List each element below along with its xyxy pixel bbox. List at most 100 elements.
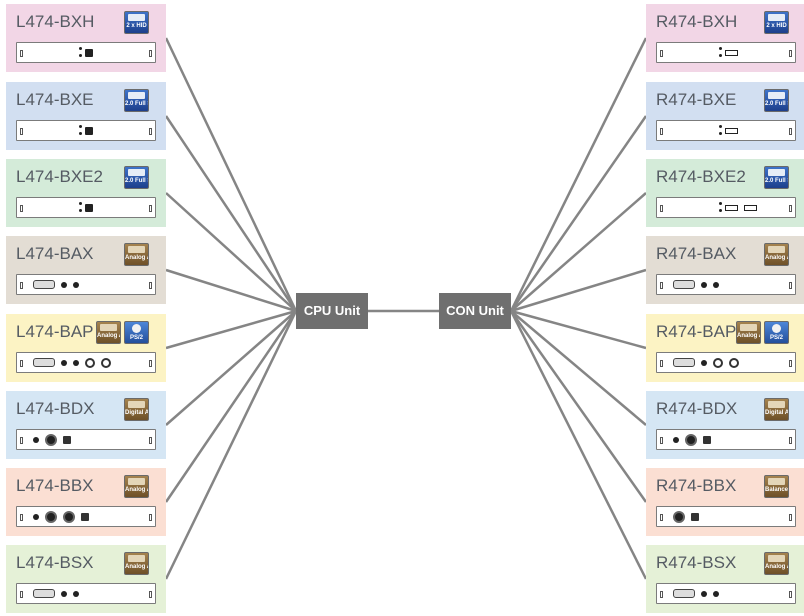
indicator-dot (79, 202, 82, 205)
mount-slot (789, 50, 792, 57)
optical-port (703, 435, 711, 444)
module-panel (656, 506, 796, 527)
badge-label: 2.0 Full Speed (125, 101, 148, 107)
cpu-unit-box: CPU Unit (296, 293, 368, 329)
audio-jack (33, 436, 39, 443)
module-panel (656, 120, 796, 141)
mount-slot (149, 360, 152, 367)
mount-slot (789, 437, 792, 444)
audio-jack (701, 281, 707, 288)
module-card-r474-bbx: R474-BBXBalanced Audio (646, 468, 804, 536)
xlr-port (45, 433, 57, 446)
badge-label: Analog Audio +RS232 (125, 487, 148, 493)
audio-jack (673, 436, 679, 443)
connector-line-left-5 (165, 309, 297, 350)
usb-a-port (725, 49, 738, 56)
mount-slot (20, 514, 23, 521)
digital-audio-badge-icon: Digital Audio (124, 398, 149, 421)
serial-port (673, 358, 695, 367)
usb-glyph-icon (768, 92, 785, 99)
mount-slot (149, 514, 152, 521)
optical-port (63, 435, 71, 444)
digital-audio-badge-icon: Digital Audio (764, 398, 789, 421)
badge-label: Digital Audio (125, 410, 149, 416)
audio-rs232-badge-icon: Analog Audio +RS232 (124, 243, 149, 266)
audio-jack (61, 359, 67, 366)
audio-jack (701, 590, 707, 597)
optical-port (81, 512, 89, 521)
usb-full-badge-icon: 2.0 Full Speed (764, 166, 789, 189)
mount-slot (660, 591, 663, 598)
balanced-audio-badge-icon: Balanced Audio (764, 475, 789, 498)
indicator-dot (719, 132, 722, 135)
ps2-port (101, 357, 111, 368)
audio-jack (61, 281, 67, 288)
module-panel (656, 274, 796, 295)
badge-label: Analog Audio +RS232 (125, 255, 148, 261)
module-name: L474-BXE (16, 90, 94, 109)
module-name: L474-BAP (16, 322, 94, 341)
con-unit-label: CON Unit (446, 303, 504, 318)
mount-slot (660, 50, 663, 57)
module-name: R474-BAX (656, 244, 737, 263)
ps2-connector-icon (132, 324, 141, 333)
module-card-r474-bxe: R474-BXE2.0 Full Speed (646, 82, 804, 150)
mount-slot (789, 205, 792, 212)
module-panel (656, 583, 796, 604)
module-panel (656, 197, 796, 218)
usb-b-port (85, 48, 93, 57)
usb-2xhid-badge-icon: 2 x HID (124, 11, 149, 34)
module-panel (656, 429, 796, 450)
usb-a-port (725, 204, 738, 211)
connector-line-right-7 (509, 310, 648, 503)
mount-slot (20, 591, 23, 598)
ps2-port (729, 357, 739, 368)
badge-label: 2 x HID (766, 23, 787, 29)
module-panel (656, 352, 796, 373)
module-card-r474-bax: R474-BAX Analog Audio +RS232 (646, 236, 804, 304)
module-name: R474-BXE2 (656, 167, 746, 186)
module-panel (16, 429, 156, 450)
connector-line-left-3 (165, 192, 297, 312)
badge-label: Analog Audio +RS232 (765, 255, 788, 261)
module-panel (16, 120, 156, 141)
audio-jack (33, 513, 39, 520)
audio-jack (73, 359, 79, 366)
mount-slot (20, 205, 23, 212)
module-panel (16, 197, 156, 218)
audio-glyph-icon (768, 246, 785, 253)
module-panel (16, 583, 156, 604)
audio-glyph-icon (128, 246, 145, 253)
audio-glyph-icon (768, 401, 785, 408)
mount-slot (789, 128, 792, 135)
indicator-dot (79, 209, 82, 212)
xlr-port (673, 510, 685, 523)
cpu-unit-label: CPU Unit (303, 303, 361, 318)
serial-port (33, 280, 55, 289)
connector-line-right-1 (509, 37, 648, 312)
ps2-connector-icon (772, 324, 781, 333)
audio-jack (61, 590, 67, 597)
audio-glyph-icon (740, 324, 757, 331)
audio-jack (713, 281, 719, 288)
audio-rs232-badge-icon: Analog Audio +RS232 (764, 243, 789, 266)
audio-glyph-icon (128, 478, 145, 485)
audio-rs232-badge-icon: Analog Audio +RS232 (124, 475, 149, 498)
audio-rs232-badge-icon: Analog Audio +RS232 (736, 321, 761, 344)
indicator-dot (719, 209, 722, 212)
indicator-dot (79, 54, 82, 57)
badge-label: Balanced Audio (765, 487, 789, 493)
module-name: L474-BDX (16, 399, 95, 418)
connector-line-left-7 (164, 310, 298, 503)
usb-glyph-icon (128, 169, 145, 176)
usb-full-badge-icon: 2.0 Full Speed (124, 89, 149, 112)
ps2-badge-icon: PS/2 (764, 321, 789, 344)
mount-slot (20, 282, 23, 289)
mount-slot (20, 128, 23, 135)
